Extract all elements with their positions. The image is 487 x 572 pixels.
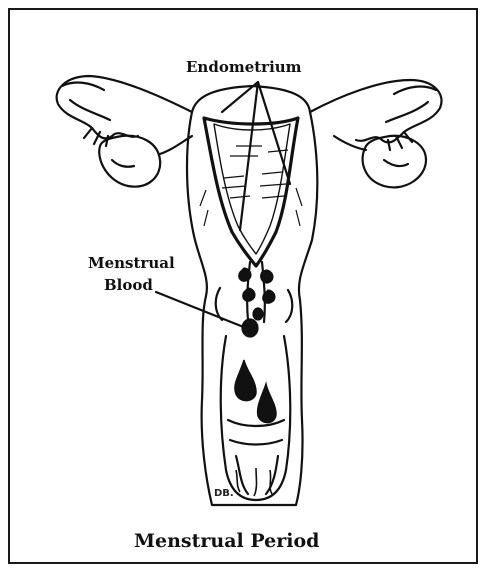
right-fallopian-tube: [310, 80, 442, 142]
menstrual-blood-label-line1: Menstrual: [88, 254, 175, 272]
menstrual-blood-pointer: [156, 292, 246, 328]
endometrium-label: Endometrium: [186, 58, 302, 76]
menstrual-blood-label-line2: Blood: [104, 276, 153, 294]
right-ovary: [363, 136, 426, 188]
blood-drop-large: [235, 360, 256, 401]
figure-caption: Menstrual Period: [134, 530, 319, 552]
blood-clot-large: [242, 319, 258, 337]
left-ovary: [99, 136, 160, 187]
artist-initials: DB.: [214, 488, 234, 499]
left-fallopian-tube: [57, 76, 192, 138]
blood-drop-small: [258, 384, 276, 423]
